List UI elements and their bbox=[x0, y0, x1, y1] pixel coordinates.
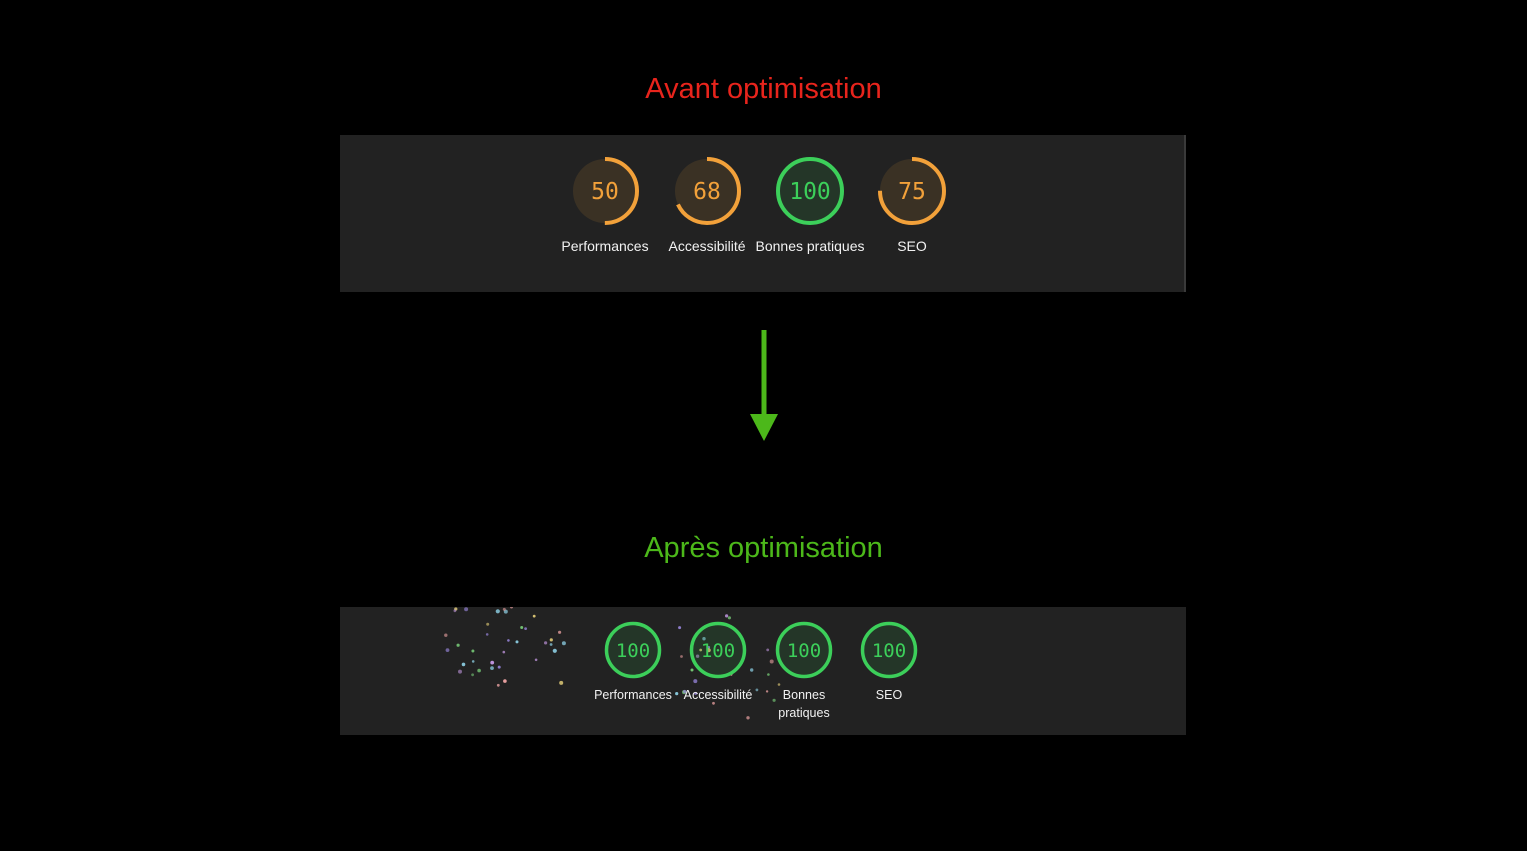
confetti-dot bbox=[695, 654, 700, 658]
confetti-dot bbox=[683, 689, 687, 694]
gauge-ring: 100 bbox=[689, 621, 747, 679]
confetti-dot bbox=[486, 622, 490, 626]
after-title: Après optimisation bbox=[644, 532, 883, 564]
confetti-dot bbox=[549, 643, 553, 646]
gauge-ring: 75 bbox=[878, 157, 946, 225]
score-value: 100 bbox=[616, 640, 650, 662]
confetti-dot bbox=[496, 683, 500, 687]
confetti-dot bbox=[561, 641, 566, 646]
score-label: SEO bbox=[897, 238, 927, 254]
gauge-performances: 50 Performances bbox=[550, 155, 660, 256]
score-label: Accessibilité bbox=[683, 688, 753, 702]
confetti-dot bbox=[495, 609, 500, 614]
score-value: 68 bbox=[693, 179, 721, 205]
confetti-dot bbox=[510, 607, 513, 609]
gauge-ring: 100 bbox=[775, 621, 833, 679]
confetti-dot bbox=[755, 688, 759, 692]
confetti-dot bbox=[453, 609, 457, 613]
confetti-dot bbox=[777, 683, 781, 686]
confetti-dot bbox=[458, 669, 462, 674]
before-scores-panel: 50 Performances 68 Accessibilité 100 Bon… bbox=[340, 135, 1186, 292]
confetti-dot bbox=[727, 616, 731, 620]
confetti-dot bbox=[693, 679, 698, 684]
confetti-dot bbox=[767, 673, 770, 676]
confetti-dot bbox=[444, 633, 448, 637]
score-label: Bonnes pratiques bbox=[755, 238, 865, 254]
confetti-dot bbox=[765, 690, 769, 693]
confetti-dot bbox=[694, 691, 698, 695]
confetti-dot bbox=[532, 614, 536, 618]
confetti-dot bbox=[515, 640, 519, 644]
confetti-dot bbox=[675, 692, 679, 696]
confetti-dot bbox=[706, 648, 711, 653]
score-value: 75 bbox=[898, 179, 926, 205]
confetti-dot bbox=[772, 698, 776, 702]
confetti-dot bbox=[750, 668, 754, 672]
score-value: 100 bbox=[789, 179, 831, 205]
confetti-dot bbox=[678, 626, 682, 630]
confetti-dot bbox=[544, 641, 548, 645]
gauge-ring: 50 bbox=[571, 157, 639, 225]
after-scores-panel: 100 Performances 100 Accessibilité 100 B… bbox=[340, 607, 1186, 735]
confetti-dot bbox=[680, 655, 683, 658]
confetti-dot bbox=[471, 660, 475, 663]
score-value: 50 bbox=[591, 179, 619, 205]
score-label: Bonnes pratiques bbox=[778, 688, 830, 720]
confetti-dot bbox=[712, 701, 715, 705]
confetti-dot bbox=[524, 627, 527, 630]
gauge-accessibility: 68 Accessibilité bbox=[652, 155, 762, 256]
confetti-dot bbox=[552, 648, 557, 653]
gauge-seo: 75 SEO bbox=[857, 155, 967, 256]
gauge-seo: 100 SEO bbox=[841, 620, 937, 705]
gauge-ring: 68 bbox=[673, 157, 741, 225]
confetti-dot bbox=[456, 643, 460, 647]
score-label: Accessibilité bbox=[668, 238, 746, 254]
gauge-performances: 100 Performances bbox=[585, 620, 681, 705]
confetti-dot bbox=[461, 662, 466, 667]
confetti-dot bbox=[485, 633, 489, 636]
confetti-dot bbox=[725, 614, 729, 618]
confetti-dot bbox=[559, 680, 564, 685]
before-title: Avant optimisation bbox=[645, 73, 882, 105]
score-value: 100 bbox=[872, 640, 906, 662]
confetti-dot bbox=[699, 648, 703, 652]
gauge-ring: 100 bbox=[860, 621, 918, 679]
confetti-dot bbox=[507, 639, 510, 642]
score-value: 100 bbox=[701, 640, 735, 662]
gauge-accessibility: 100 Accessibilité bbox=[670, 620, 766, 705]
confetti-dot bbox=[490, 660, 495, 665]
arrow-down-icon bbox=[750, 330, 778, 441]
confetti-dot bbox=[558, 630, 562, 634]
gauge-ring: 100 bbox=[776, 157, 844, 225]
confetti-dot bbox=[445, 648, 450, 652]
confetti-dot bbox=[520, 626, 524, 629]
confetti-dot bbox=[497, 665, 501, 669]
score-label: SEO bbox=[875, 688, 903, 702]
confetti-dot bbox=[769, 659, 774, 664]
confetti-dot bbox=[503, 679, 507, 683]
score-label: Performances bbox=[561, 238, 649, 254]
confetti-dot bbox=[766, 648, 770, 652]
confetti-dot bbox=[690, 668, 694, 672]
confetti-dot bbox=[746, 716, 750, 720]
confetti-dot bbox=[707, 646, 711, 649]
score-value: 100 bbox=[787, 640, 821, 662]
confetti-dot bbox=[471, 649, 475, 653]
confetti-dot bbox=[477, 668, 481, 673]
score-label: Performances bbox=[594, 688, 672, 702]
gauge-ring: 100 bbox=[604, 621, 662, 679]
confetti-dot bbox=[502, 607, 506, 611]
gauge-best-practices: 100 Bonnes pratiques bbox=[755, 155, 865, 256]
confetti-dot bbox=[549, 638, 553, 642]
confetti-dot bbox=[534, 658, 538, 662]
confetti-dot bbox=[702, 637, 706, 641]
gauge-best-practices: 100 Bonnes pratiques bbox=[756, 620, 852, 723]
confetti-dot bbox=[464, 607, 469, 612]
confetti-dot bbox=[471, 673, 474, 677]
confetti-dot bbox=[490, 666, 494, 670]
confetti-dot bbox=[502, 650, 506, 654]
